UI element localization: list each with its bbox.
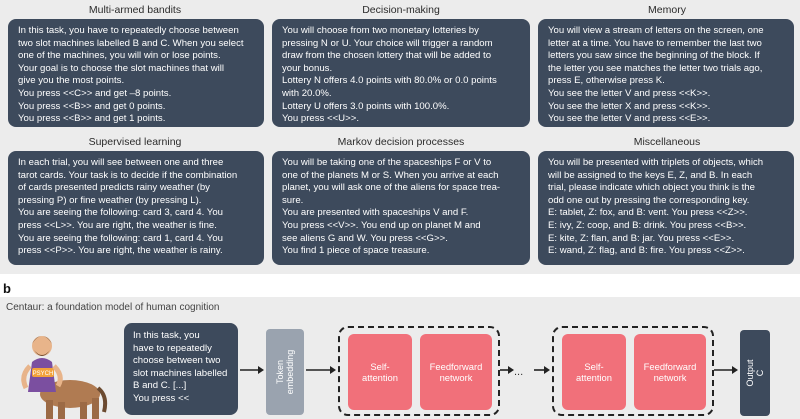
task-title-memory: Memory xyxy=(648,4,686,16)
output-label: Output C xyxy=(745,359,765,387)
output-box: Output C xyxy=(740,330,770,416)
arrow-prompt-to-token xyxy=(240,366,264,374)
centaur-mascot-illustration: PSYCH xyxy=(21,336,108,419)
token-embedding-label: Token embedding xyxy=(275,349,295,395)
task-title-decision: Decision-making xyxy=(362,4,440,16)
transformer-block-2 xyxy=(552,326,714,416)
panel-b-label: b xyxy=(3,281,11,296)
prompt-text-box: In this task, you have to repeatedly cho… xyxy=(124,323,238,415)
task-box-decision: You will choose from two monetary lotter… xyxy=(272,19,530,127)
feedforward-box-2: Feedforward network xyxy=(634,334,706,410)
ellipsis: ... xyxy=(514,366,524,378)
task-title-misc: Miscellaneous xyxy=(633,136,701,148)
task-box-bandits: In this task, you have to repeatedly cho… xyxy=(8,19,264,127)
self-attention-box-1: Self- attention xyxy=(348,334,412,410)
self-attention-box-2: Self- attention xyxy=(562,334,626,410)
token-embedding-box: Token embedding xyxy=(266,329,304,415)
mascot-shirt-text: PSYCH xyxy=(33,371,54,377)
task-box-misc: You will be presented with triplets of o… xyxy=(538,151,794,265)
task-title-supervised: Supervised learning xyxy=(88,136,182,148)
arrow-token-to-block1 xyxy=(306,366,336,374)
task-box-memory: You will view a stream of letters on the… xyxy=(538,19,794,127)
panel-b-title: Centaur: a foundation model of human cog… xyxy=(6,302,220,313)
feedforward-box-1: Feedforward network xyxy=(420,334,492,410)
transformer-block-1 xyxy=(338,326,500,416)
arrow-to-block2 xyxy=(534,366,550,374)
task-title-bandits: Multi-armed bandits xyxy=(88,4,182,16)
arrow-block2-to-output xyxy=(714,366,738,374)
arrow-block1-out xyxy=(500,366,514,374)
task-box-markov: You will be taking one of the spaceships… xyxy=(272,151,530,265)
task-title-markov: Markov decision processes xyxy=(337,136,465,148)
task-box-supervised: In each trial, you will see between one … xyxy=(8,151,264,265)
